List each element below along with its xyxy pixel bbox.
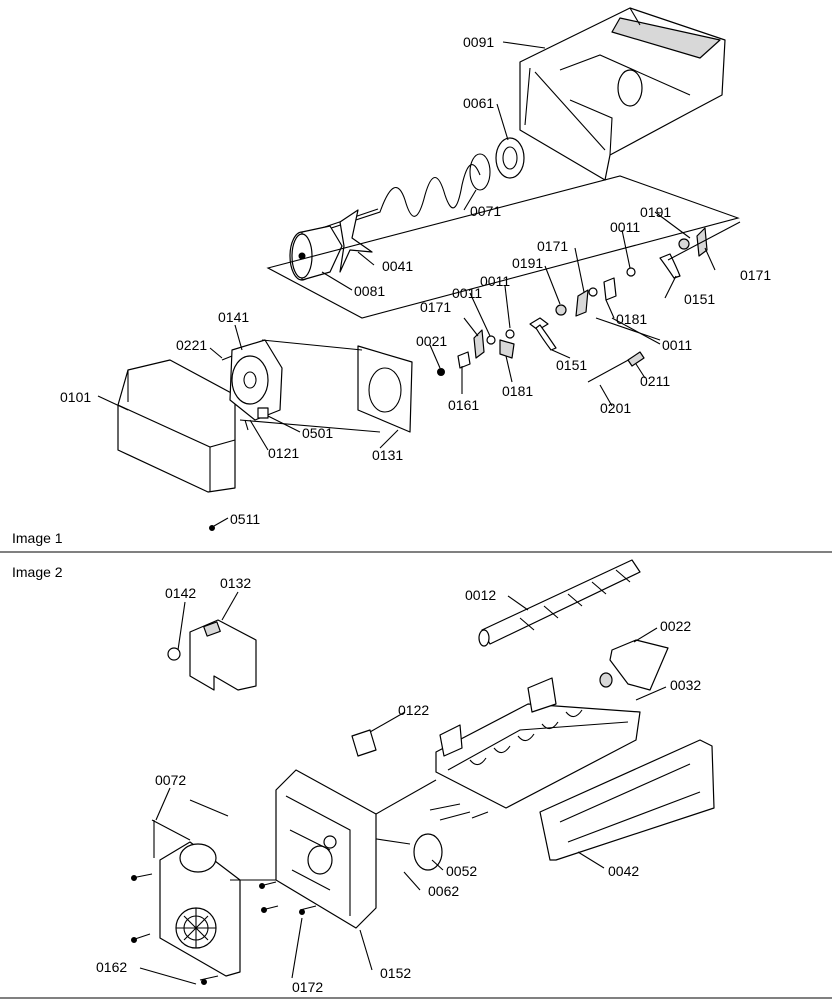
label-0042: 0042 [608,863,639,879]
label-0011: 0011 [610,219,640,235]
label-0091: 0091 [463,34,494,50]
label-0022: 0022 [660,618,691,634]
label-0191: 0191 [512,255,543,271]
auger-assembly [266,137,740,319]
label-0101: 0101 [60,389,91,405]
label-0141: 0141 [218,309,249,325]
image-2-caption: Image 2 [12,564,63,580]
label-0151: 0151 [556,357,587,373]
label-0171: 0171 [740,267,771,283]
label-0012: 0012 [465,587,496,603]
label-0062: 0062 [428,883,459,899]
label-0061: 0061 [463,95,494,111]
label-0131: 0131 [372,447,403,463]
label-0161: 0161 [448,397,479,413]
label-0181: 0181 [502,383,533,399]
label-0191: 0191 [640,204,671,220]
label-0072: 0072 [155,772,186,788]
leader-lines-image-1 [97,41,716,527]
part-labels: 0091 0061 0071 0191 0011 0171 0191 0011 … [60,34,771,995]
label-0122: 0122 [398,702,429,718]
label-0151: 0151 [684,291,715,307]
label-0221: 0221 [176,337,207,353]
leader-lines-image-2 [139,591,667,985]
label-0081: 0081 [354,283,385,299]
label-0162: 0162 [96,959,127,975]
label-0011: 0011 [662,337,692,353]
label-0211: 0211 [640,373,670,389]
label-0132: 0132 [220,575,251,591]
drive-assembly [117,221,741,531]
label-0041: 0041 [382,258,413,274]
ice-maker-assembly [131,559,715,985]
label-0201: 0201 [600,400,631,416]
label-0071: 0071 [470,203,501,219]
label-0121: 0121 [268,445,299,461]
label-0171: 0171 [537,238,568,254]
image-1-caption: Image 1 [12,530,63,546]
label-0511: 0511 [230,511,260,527]
label-0181: 0181 [616,311,647,327]
label-0172: 0172 [292,979,323,995]
label-0052: 0052 [446,863,477,879]
label-0011: 0011 [480,273,510,289]
label-0032: 0032 [670,677,701,693]
label-0501: 0501 [302,425,333,441]
label-0152: 0152 [380,965,411,981]
label-0021: 0021 [416,333,447,349]
label-0142: 0142 [165,585,196,601]
ice-bucket-assembly [519,7,726,181]
label-0011: 0011 [452,285,482,301]
label-0171: 0171 [420,299,451,315]
